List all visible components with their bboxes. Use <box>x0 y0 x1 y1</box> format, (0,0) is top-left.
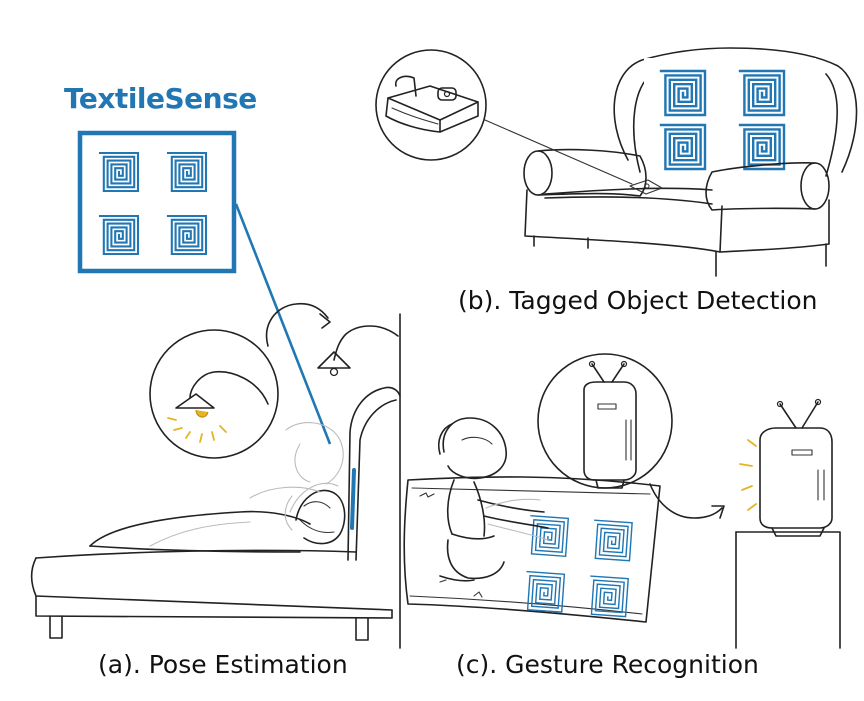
caption-tagged-object-detection: (b). Tagged Object Detection <box>458 286 818 315</box>
caption-gesture-recognition: (c). Gesture Recognition <box>456 650 759 679</box>
textilesense-title: TextileSense <box>64 82 257 115</box>
sofa <box>523 47 858 277</box>
lamp-zoom-inset <box>149 329 279 459</box>
bedroom-scene <box>30 302 401 649</box>
textile-sensor-panel <box>77 130 237 274</box>
sensor-connector-line <box>234 203 332 445</box>
television <box>739 398 833 537</box>
caption-pose-estimation: (a). Pose Estimation <box>98 650 348 679</box>
wallet-zoom-inset <box>375 49 633 185</box>
tv-zoom-inset <box>537 353 673 489</box>
gesture-scene <box>403 398 841 649</box>
